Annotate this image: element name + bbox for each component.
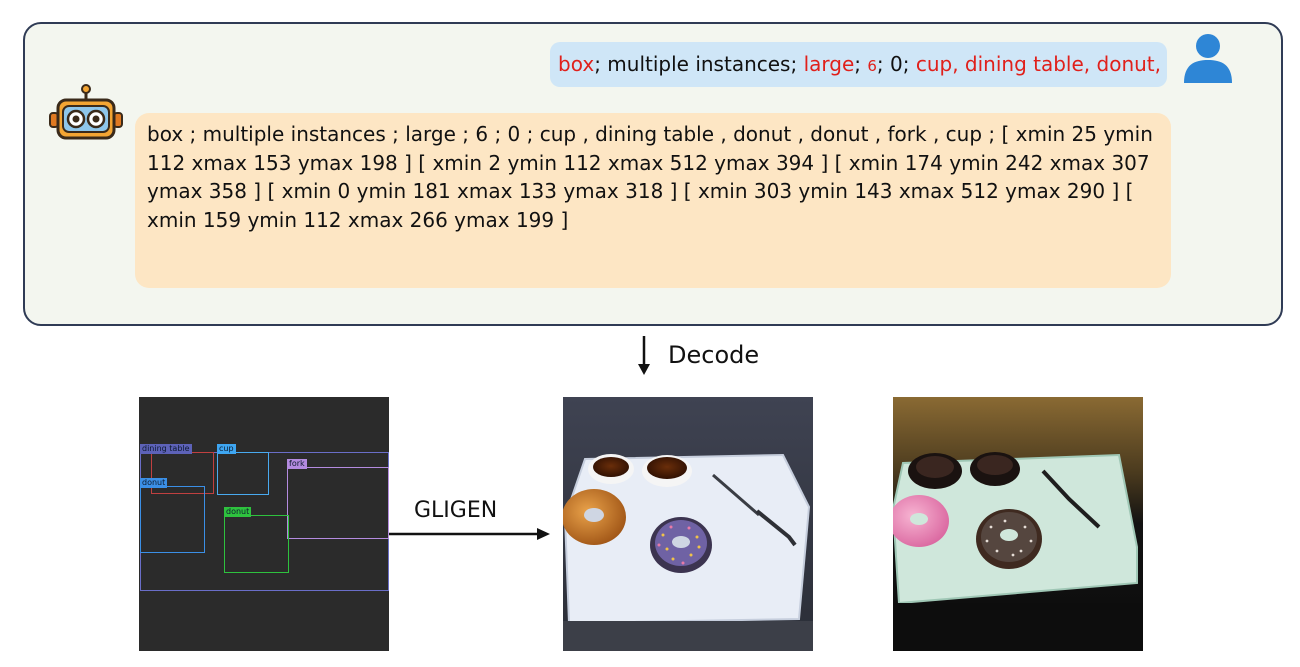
user-prompt-segment: cup, dining table, donut, xyxy=(915,52,1161,76)
generated-image-donuts-1 xyxy=(563,397,813,651)
gligen-arrow-icon xyxy=(389,528,550,540)
layout-box-cup-right xyxy=(217,452,269,495)
robot-icon xyxy=(49,84,123,140)
layout-tag-donut-center: donut xyxy=(224,507,252,517)
bot-response-bubble: box ; multiple instances ; large ; 6 ; 0… xyxy=(135,113,1171,288)
layout-tag-fork: fork xyxy=(287,459,307,469)
user-prompt-segment: ; 0; xyxy=(876,52,916,76)
user-prompt-segment: 6 xyxy=(867,57,877,75)
layout-box-fork xyxy=(287,467,389,539)
layout-box-donut-center xyxy=(224,515,289,573)
user-prompt-segment: ; xyxy=(854,52,868,76)
layout-tag-donut-left: donut xyxy=(140,478,168,488)
chat-panel: box; multiple instances; large; 6; 0; cu… xyxy=(23,22,1283,326)
user-prompt-bubble: box; multiple instances; large; 6; 0; cu… xyxy=(550,42,1167,87)
layout-tag-cup-right: cup xyxy=(217,444,236,454)
user-prompt-segment: ; multiple instances; xyxy=(594,52,804,76)
layout-box-donut-left xyxy=(140,486,205,553)
generated-image-donuts-2 xyxy=(893,397,1143,651)
layout-tag-dining-table: dining table xyxy=(140,444,192,454)
gligen-label: GLIGEN xyxy=(414,498,498,523)
decode-label: Decode xyxy=(668,341,760,369)
user-prompt-segment: large xyxy=(803,52,855,76)
user-prompt-segment: box xyxy=(558,52,595,76)
layout-boxes-panel: dining table cup donut fork donut xyxy=(139,397,389,651)
decode-arrow-icon xyxy=(638,336,650,375)
user-icon xyxy=(1184,34,1232,83)
